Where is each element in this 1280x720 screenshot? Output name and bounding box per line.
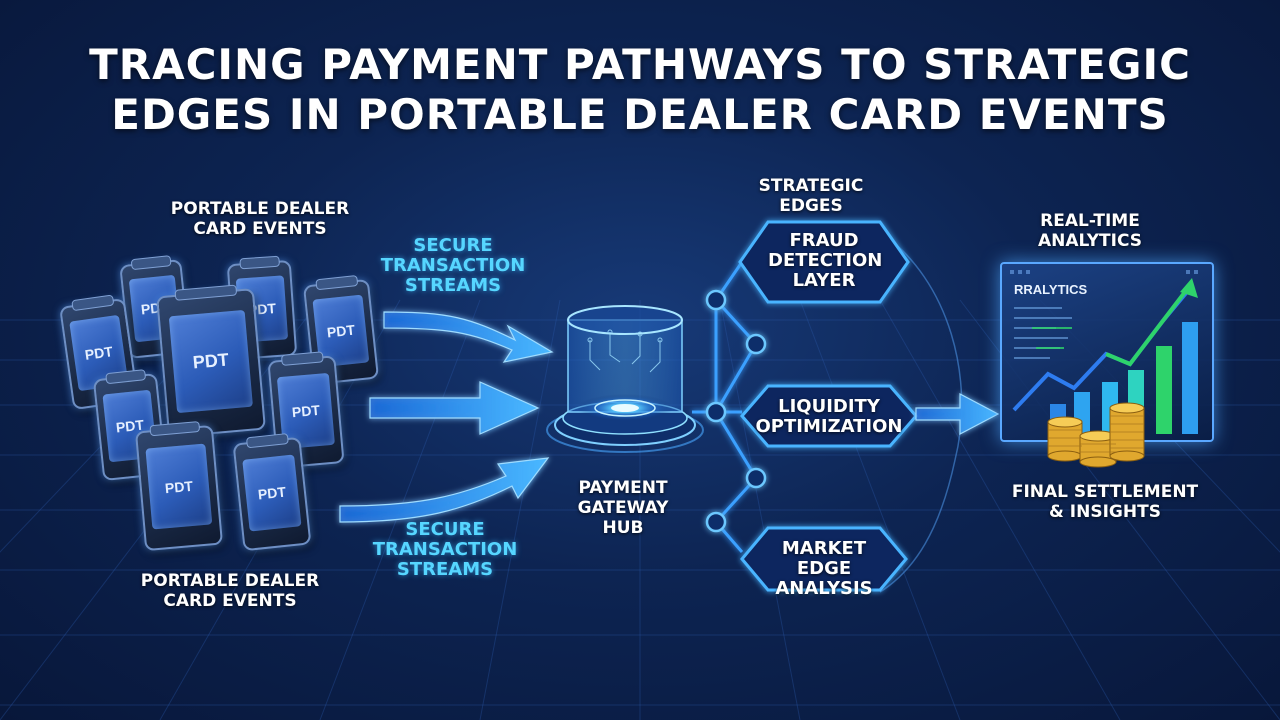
analytics-panel-title: RRALYTICS: [1014, 282, 1088, 297]
final-settlement-label: FINAL SETTLEMENT & INSIGHTS: [1011, 482, 1199, 522]
source-label-bottom: PORTABLE DEALER CARD EVENTS: [140, 571, 320, 611]
source-label-top: PORTABLE DEALER CARD EVENTS: [170, 199, 350, 239]
strategic-edges-label: STRATEGIC EDGES: [758, 176, 864, 216]
network-node: [745, 467, 767, 489]
arrow-top: [383, 311, 554, 363]
real-time-analytics-label: REAL-TIME ANALYTICS: [1038, 211, 1142, 251]
market-edge-label: MARKET EDGE ANALYSIS: [775, 538, 873, 599]
network-node: [705, 511, 727, 533]
network-node: [745, 333, 767, 355]
market-edge-hexagon: [740, 526, 908, 592]
arrow-bottom: [339, 457, 550, 523]
fraud-detection-label: FRAUD DETECTION LAYER: [768, 230, 883, 291]
settlement-arc: [879, 231, 963, 593]
gold-coins-icon: [1047, 402, 1145, 468]
payment-gateway-hub-graphic: [546, 305, 704, 453]
liquidity-optimization-label: LIQUIDITY OPTIMIZATION: [755, 396, 903, 437]
stream-label-bottom: SECURE TRANSACTION STREAMS: [372, 519, 518, 580]
hub-label: PAYMENT GATEWAY HUB: [577, 478, 669, 538]
network-node: [705, 289, 727, 311]
page-title: TRACING PAYMENT PATHWAYS TO STRATEGIC ED…: [0, 40, 1280, 140]
network-node: [705, 401, 727, 423]
arrow-middle: [369, 381, 540, 435]
arrow-to-analytics: [915, 393, 1000, 435]
fraud-detection-hexagon: [738, 220, 910, 304]
title-line-2: EDGES IN PORTABLE DEALER CARD EVENTS: [111, 90, 1169, 139]
title-line-1: TRACING PAYMENT PATHWAYS TO STRATEGIC: [89, 40, 1191, 89]
stream-label-top: SECURE TRANSACTION STREAMS: [380, 235, 526, 296]
